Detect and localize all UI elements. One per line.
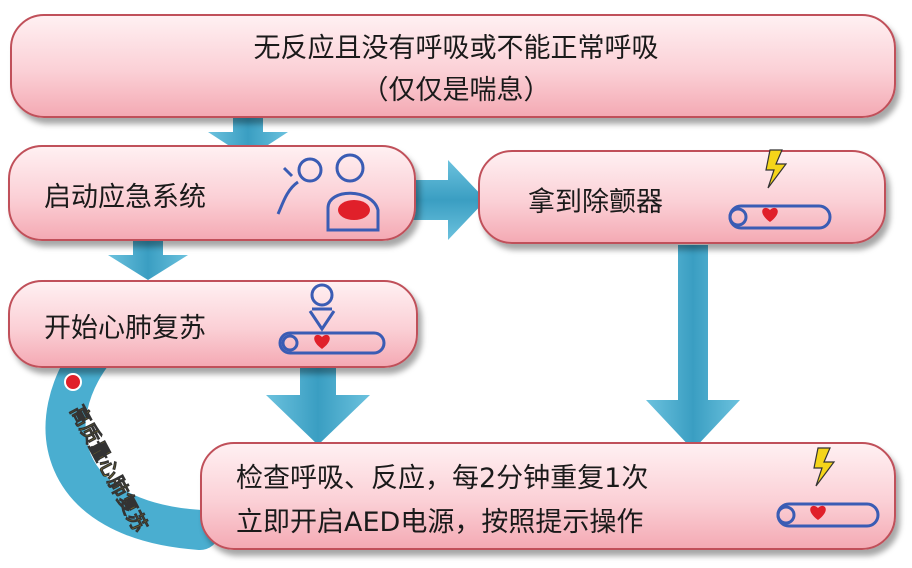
check-aed-line2: 立即开启AED电源，按照提示操作 <box>236 507 644 538</box>
arrow-emergency-to-cpr <box>108 240 188 280</box>
rescuer-phone-icon <box>276 153 380 232</box>
top-condition-line1: 无反应且没有呼吸或不能正常呼吸 <box>253 33 659 64</box>
start-cpr-label: 开始心肺复苏 <box>44 313 206 344</box>
check-aed-line1: 检查呼吸、反应，每2分钟重复1次 <box>236 463 649 494</box>
arrow-aed-to-check <box>646 245 740 450</box>
check-aed-box <box>200 442 896 550</box>
cpr-compression-icon <box>278 283 386 355</box>
emergency-system-label: 启动应急系统 <box>44 182 206 213</box>
cpr-loop-label: 高质量心肺复苏 <box>64 373 153 536</box>
top-condition-box <box>10 14 896 118</box>
arrow-top-to-emergency <box>208 115 288 158</box>
get-aed-label: 拿到除颤器 <box>528 187 663 218</box>
cpr-loop-text: 高质量心肺复苏 <box>66 401 153 536</box>
lightning-heart-patient-icon <box>776 447 880 528</box>
arrow-cpr-to-check <box>266 365 370 445</box>
arrow-emergency-to-aed <box>410 160 486 240</box>
lightning-heart-patient-icon <box>728 149 832 230</box>
top-condition-line2: （仅仅是喘息） <box>361 75 551 106</box>
